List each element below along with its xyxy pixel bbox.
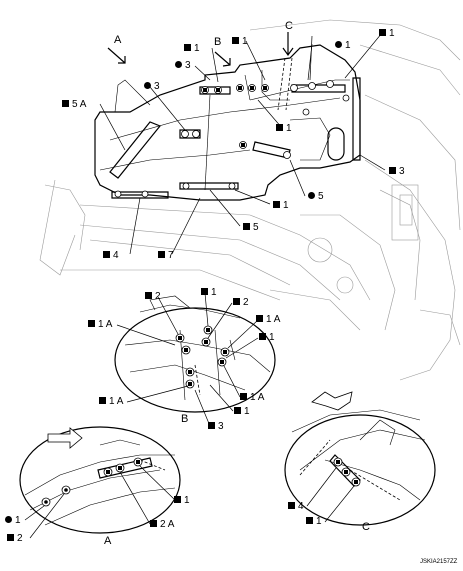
callout-b-1: 2 [145, 291, 161, 303]
square-symbol [276, 124, 283, 131]
detail-b-letter: B [181, 413, 189, 425]
callout-main-6: 3 [144, 81, 160, 93]
square-symbol [306, 517, 313, 524]
dot-symbol [308, 192, 315, 199]
detail-a-letter: A [104, 535, 112, 547]
callout-main-14: 7 [158, 250, 174, 262]
callout-a-1: 1 [5, 515, 21, 527]
square-symbol [88, 320, 95, 327]
square-symbol [62, 100, 69, 107]
square-symbol [379, 29, 386, 36]
callout-main-4: 1 [379, 28, 395, 40]
callout-b-8: 1 A [99, 396, 123, 408]
callout-main-10: 5 [308, 191, 324, 203]
detail-a [19, 426, 181, 539]
callout-a-3: 1 [174, 495, 190, 507]
dot-symbol [335, 41, 342, 48]
view-letter-a: A [114, 34, 122, 46]
figure-code: JSKIA2157ZZ [420, 559, 458, 565]
callout-b-4: 1 A [88, 319, 112, 331]
callout-c-2: 1 [306, 516, 322, 528]
callout-a-2: 2 [7, 533, 23, 545]
callout-c-1: 4 [288, 501, 304, 513]
callout-b-10: 3 [208, 421, 224, 433]
square-symbol [99, 397, 106, 404]
view-letter-c: C [285, 20, 293, 32]
callout-b-9: 1 [234, 406, 250, 418]
square-symbol [184, 44, 191, 51]
square-symbol [389, 167, 396, 174]
callout-main-13: 4 [103, 250, 119, 262]
callout-main-7: 5 A [62, 99, 86, 111]
callout-b-3: 2 [233, 297, 249, 309]
callout-main-8: 1 [276, 123, 292, 135]
callout-b-7: 1 A [240, 392, 264, 404]
callout-main-1: 1 [184, 43, 200, 55]
detail-c [284, 391, 436, 526]
dot-symbol [144, 82, 151, 89]
square-symbol [243, 223, 250, 230]
square-symbol [234, 407, 241, 414]
detail-b [114, 292, 276, 427]
callout-main-12: 5 [243, 222, 259, 234]
callout-main-11: 1 [273, 200, 289, 212]
square-symbol [201, 288, 208, 295]
dot-symbol [175, 61, 182, 68]
square-symbol [7, 534, 14, 541]
callout-b-5: 1 A [256, 314, 280, 326]
square-symbol [103, 251, 110, 258]
callout-b-6: 1 [259, 332, 275, 344]
main-panel [94, 32, 386, 255]
square-symbol [150, 520, 157, 527]
callout-main-9: 3 [389, 166, 405, 178]
callout-main-3: 1 [335, 40, 351, 52]
square-symbol [208, 422, 215, 429]
callout-main-2: 1 [232, 36, 248, 48]
square-symbol [145, 292, 152, 299]
view-letter-b: B [214, 36, 222, 48]
square-symbol [232, 37, 239, 44]
callout-main-5: 3 [175, 60, 191, 72]
square-symbol [288, 502, 295, 509]
detail-c-letter: C [362, 521, 370, 533]
square-symbol [158, 251, 165, 258]
square-symbol [233, 298, 240, 305]
square-symbol [273, 201, 280, 208]
square-symbol [174, 496, 181, 503]
square-symbol [256, 315, 263, 322]
square-symbol [240, 393, 247, 400]
square-symbol [259, 333, 266, 340]
dot-symbol [5, 516, 12, 523]
callout-a-4: 2 A [150, 519, 174, 531]
callout-b-2: 1 [201, 287, 217, 299]
